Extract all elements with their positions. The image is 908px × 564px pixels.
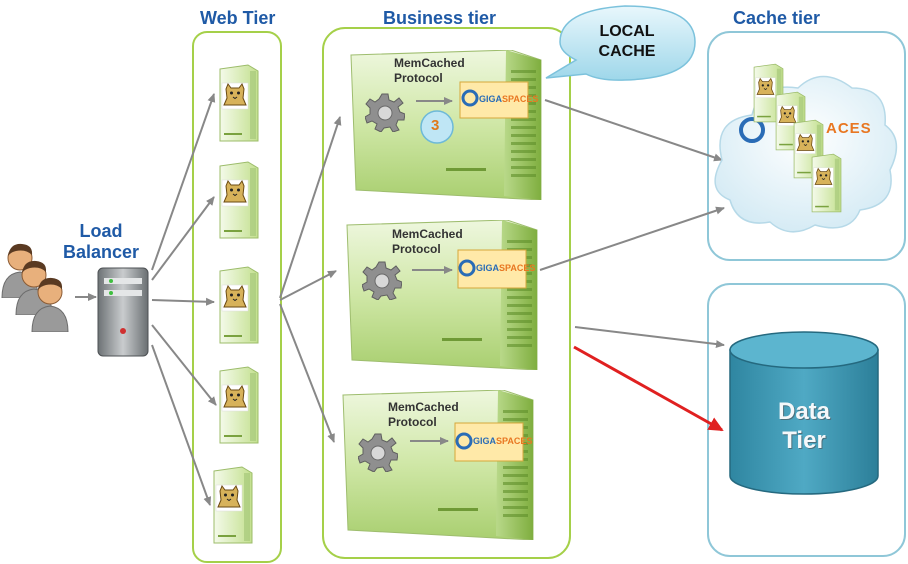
protocol-line2: Protocol (388, 415, 437, 429)
gigaspaces-logo-icon (454, 422, 524, 462)
logo-spaces: SPACES (499, 263, 536, 273)
tomcat-server-icon (219, 161, 259, 239)
step-badge-number: 3 (431, 117, 440, 134)
load-balancer-label-line2: Balancer (62, 242, 140, 262)
web-to-business-arrows (279, 116, 342, 443)
tomcat-server-icon (213, 466, 253, 544)
logo-spaces: SPACES (496, 436, 533, 446)
local-cache-line2: CACHE (598, 43, 656, 60)
logo-giga: GIGA (479, 94, 503, 104)
highlight-arrow (573, 345, 724, 432)
protocol-line1: MemCached (392, 227, 463, 241)
protocol-line1: MemCached (388, 400, 459, 414)
data-tier-line1: Data (777, 398, 831, 425)
server-1-protocol-label: MemCached Protocol (394, 56, 465, 86)
local-cache-bubble (545, 5, 696, 81)
tomcat-server-icon (219, 366, 259, 444)
cache-logo-partial: ACES (826, 120, 872, 137)
protocol-arrows (410, 97, 453, 445)
business-to-cache-arrows (539, 99, 725, 349)
gigaspaces-logo-icon (457, 249, 527, 289)
tomcat-server-icon (219, 64, 259, 142)
logo-giga: GIGA (476, 263, 500, 273)
logo-giga: GIGA (473, 436, 497, 446)
lb-to-web-arrows (75, 93, 217, 506)
gigaspaces-logo-text: GIGASPACES (473, 436, 532, 446)
cache-server-icon (811, 153, 842, 213)
server-2-protocol-label: MemCached Protocol (392, 227, 463, 257)
load-balancer-label: Load Balancer (58, 221, 144, 263)
local-cache-line1: LOCAL (599, 23, 655, 40)
local-cache-label: LOCAL CACHE (585, 22, 669, 62)
web-tier-title: Web Tier (200, 8, 276, 28)
database-icon (729, 331, 879, 495)
data-tier-label: Data Tier (744, 397, 864, 455)
protocol-line1: MemCached (394, 56, 465, 70)
load-balancer-label-line1: Load (79, 221, 123, 241)
protocol-line2: Protocol (394, 71, 443, 85)
tomcat-server-icon (219, 266, 259, 344)
gigaspaces-logo-text: GIGASPACES (476, 263, 535, 273)
data-tier-line2: Tier (782, 427, 826, 454)
logo-spaces: SPACES (502, 94, 539, 104)
protocol-line2: Protocol (392, 242, 441, 256)
business-tier-title: Business tier (383, 8, 497, 28)
cache-tier-title: Cache tier (733, 8, 821, 28)
load-balancer-icon (97, 267, 149, 357)
step-badge (420, 110, 454, 144)
server-3-protocol-label: MemCached Protocol (388, 400, 459, 430)
gigaspaces-logo-icon (459, 81, 529, 119)
gigaspaces-logo-text: GIGASPACES (479, 94, 538, 104)
